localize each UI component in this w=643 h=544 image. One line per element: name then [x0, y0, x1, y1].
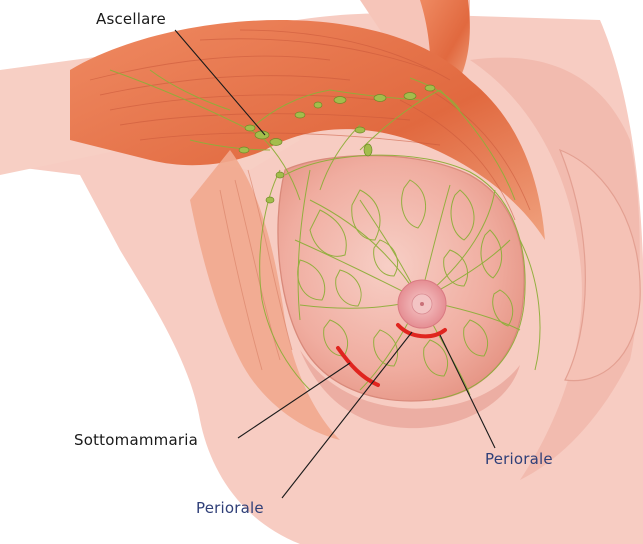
label-sottomammaria: Sottomammaria [74, 431, 198, 449]
breast [278, 156, 524, 401]
label-ascellare: Ascellare [96, 10, 166, 28]
label-periorale-right: Periorale [485, 450, 553, 468]
label-periorale-bottom: Periorale [196, 499, 264, 517]
